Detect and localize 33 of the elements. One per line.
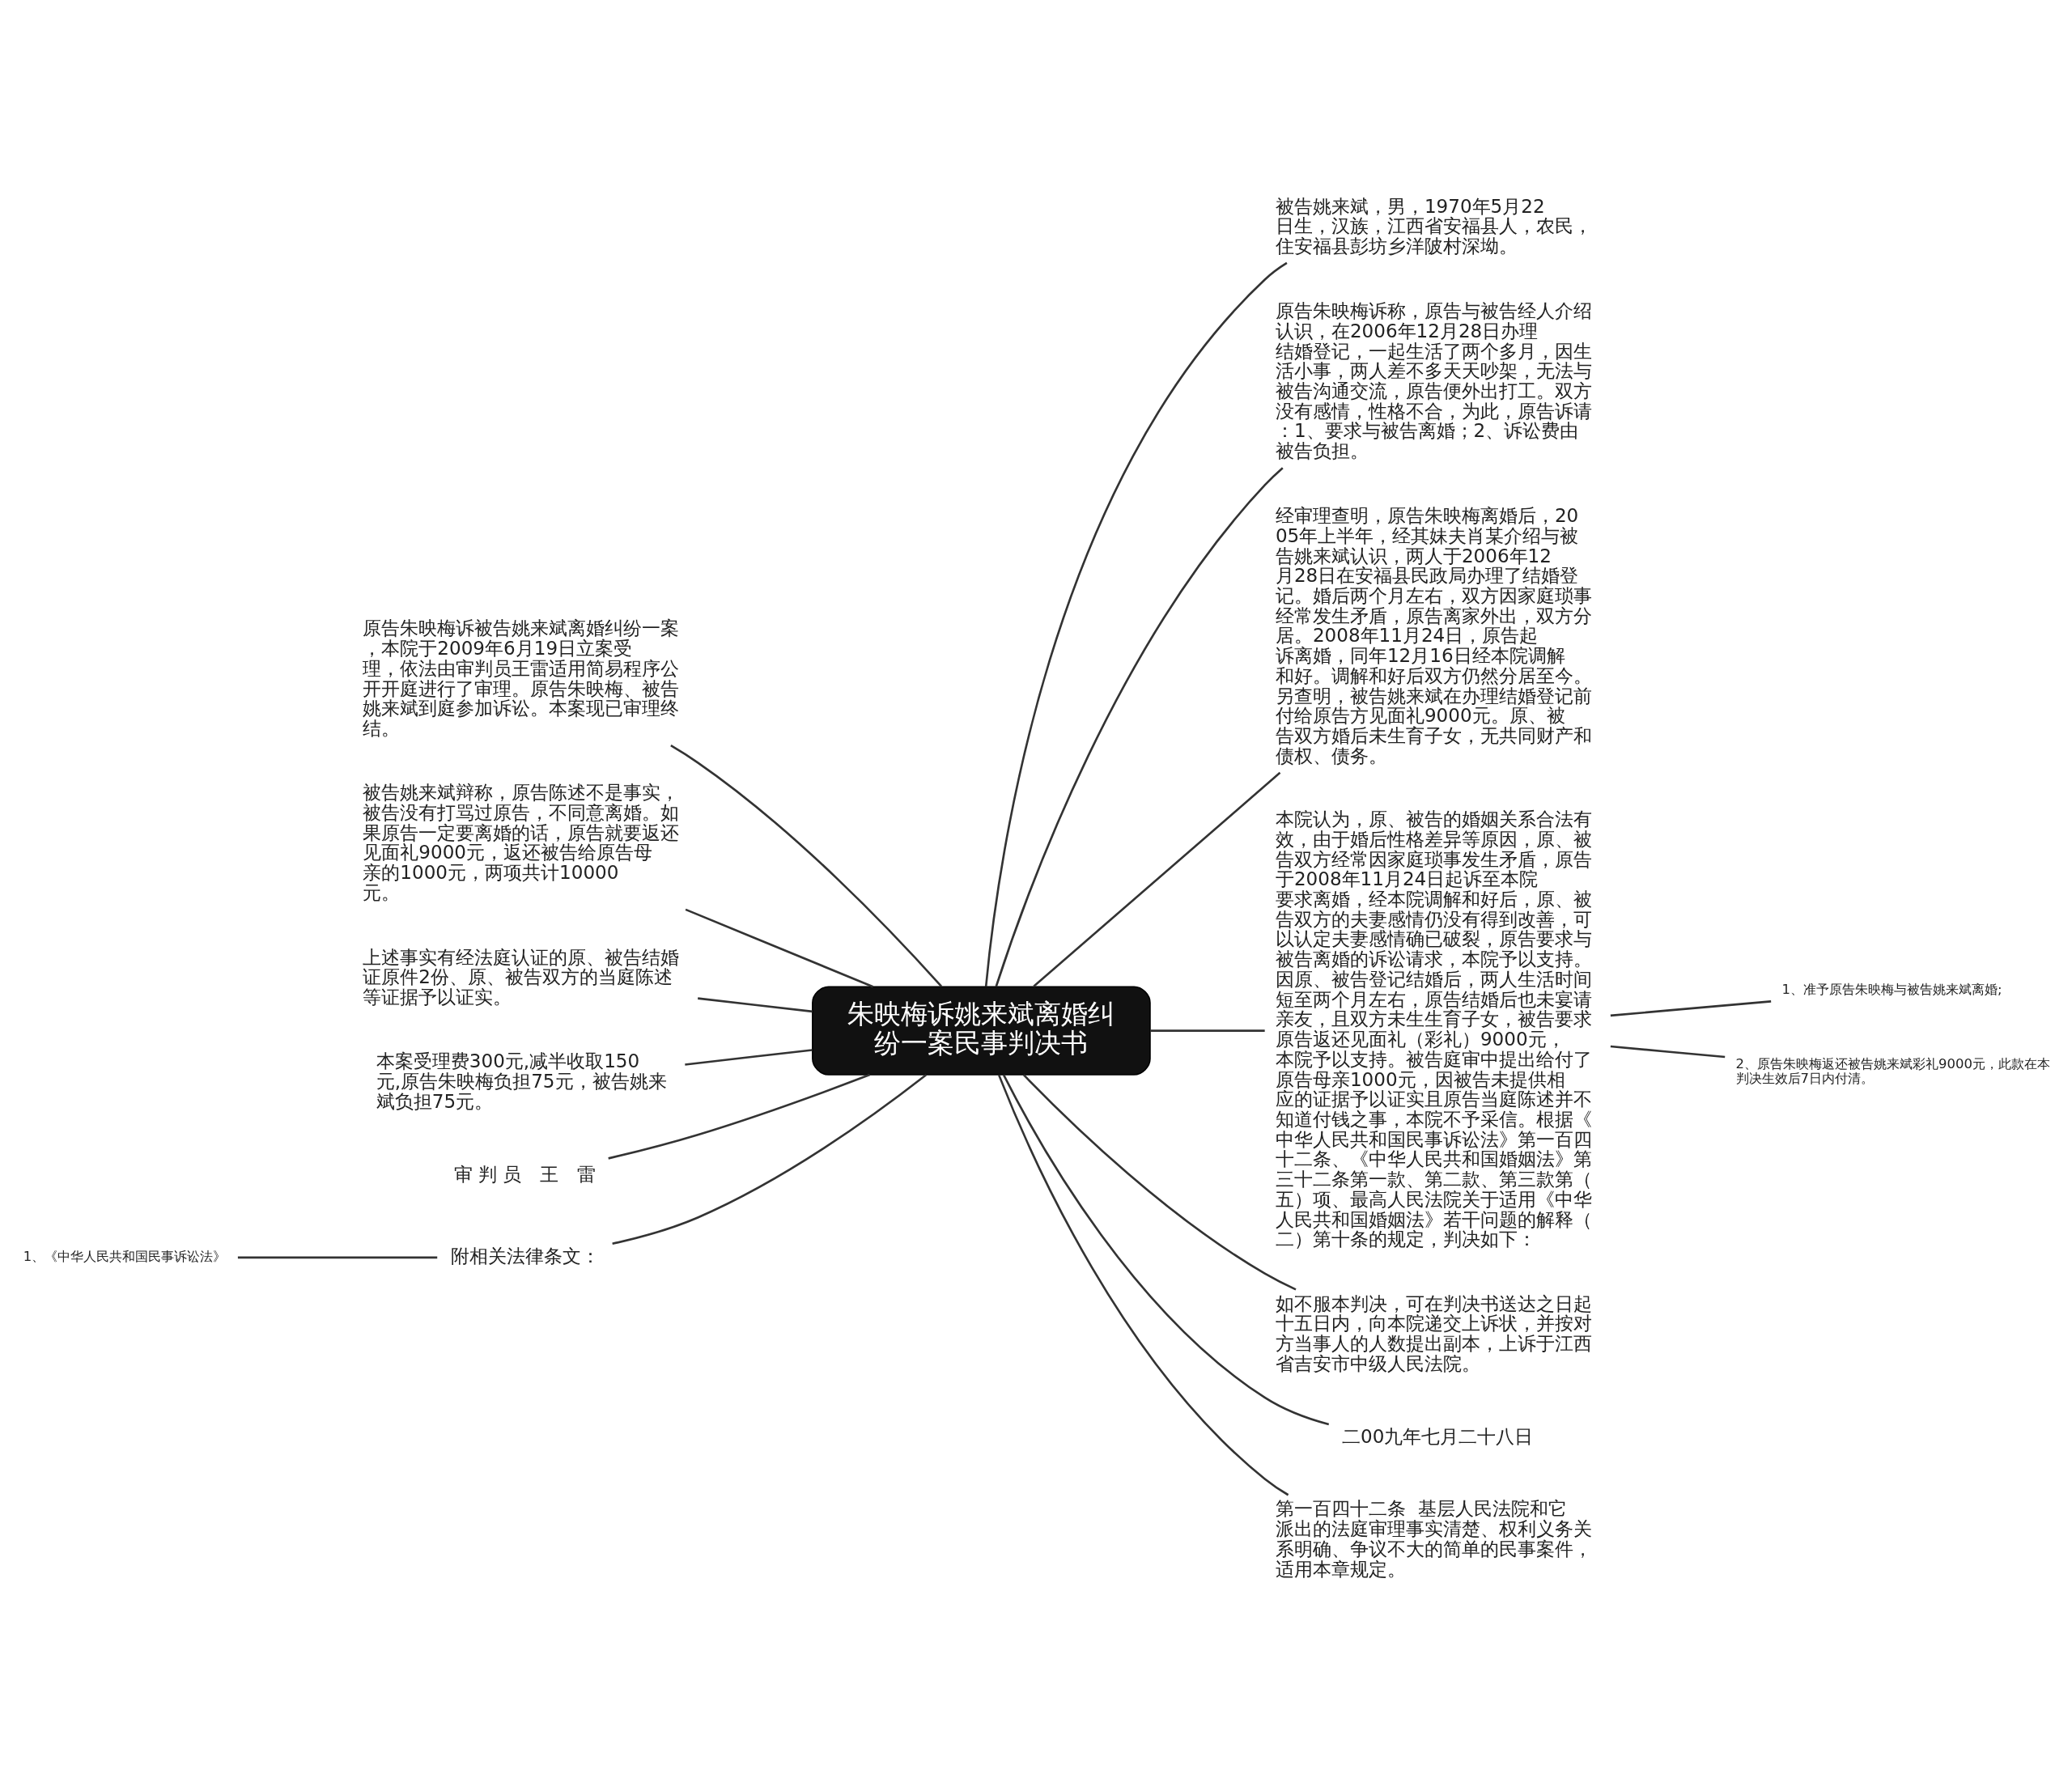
- connector: [685, 1049, 813, 1066]
- node-text: 被告姚来斌，男，1970年5月22日生，汉族，江西省安福县人，农民，住安福县彭坊乡洋陂村深坳。: [1275, 195, 1592, 257]
- node-text: 本院认为，原、被告的婚姻关系合法有效，由于婚后性格差异等原因，原、被告双方经常因家庭琐事发生矛盾，原告于2008年11月24日起诉至本院要求离婚，经本院调解和好后，原、被告双方的夫妻感情仍没有得到改善，可以认定夫妻感情确已破裂，原告要求与被告离婚的诉讼请求，本院予以支持。因原、被告登记结婚后，两人生活时间短至两个月左右，原告结婚后也未宴请亲友，且双方未生生育子女，被告要求原告返还见面礼（彩礼）9000元，本院予以支持。被告庭审中提出给付了原告母亲1000元，因被告未提供相应的证据予以证实且原告当庭陈述并不知道付钱之事，本院不予采信。根据《中华人民共和国民事诉讼法》第一百四十二条、《中华人民共和国婚姻法》第三十二条第一款、第二款、第三款第（五）项、最高人民法院关于适用《中华人民共和国婚姻法》若干问题的解释（二）第十条的规定，判决如下：: [1275, 808, 1592, 1250]
- connector: [997, 1074, 1289, 1496]
- node-text: 本案受理费300元,减半收取150元,原告朱映梅负担75元，被告姚来斌负担75元。: [376, 1050, 667, 1112]
- connector: [984, 261, 1288, 987]
- node-text: 被告姚来斌辩称，原告陈述不是事实，被告没有打骂过原告，不同意离婚。如果原告一定要离婚的话，原告就要返还见面礼9000元，返还被告给原告母亲的1000元，两项共计10000元。: [363, 782, 680, 903]
- node-text: 上述事实有经法庭认证的原、被告结婚证原件2份、原、被告双方的当庭陈述等证据予以证实。: [363, 946, 680, 1008]
- connector: [1033, 771, 1281, 987]
- node-box: 朱映梅诉姚来斌离婚纠纷一案民事判决书: [812, 986, 1151, 1076]
- connector: [237, 1256, 438, 1259]
- node-text: 1、准予原告朱映梅与被告姚来斌离婚;: [1781, 982, 2002, 998]
- node-text: 经审理查明，原告朱映梅离婚后，2005年上半年，经其妹夫肖某介绍与被告姚来斌认识，两人于2006年12月28日在安福县民政局办理了结婚登记。婚后两个月左右，双方因家庭琐事经常发生矛盾，原告离家外出，双方分居。2008年11月24日，原告起诉离婚，同年12月16日经本院调解和好。调解和好后双方仍然分居至今。另查明，被告姚来斌在办理结婚登记前付给原告方见面礼9000元。原、被告双方婚后未生育子女，无共同财产和债权、债务。: [1275, 505, 1592, 766]
- connector: [608, 1073, 871, 1160]
- node-text: 原告朱映梅诉被告姚来斌离婚纠纷一案，本院于2009年6月19日立案受理，依法由审判员王雷适用简易程序公开开庭进行了审理。原告朱映梅、被告姚来斌到庭参加诉讼。本案现已审理终结。: [363, 617, 680, 740]
- node-text: 审 判 员 王 雷: [453, 1164, 597, 1186]
- node-text: 2、原告朱映梅返还被告姚来斌彩礼9000元，此款在本判决生效后7日内付清。: [1735, 1055, 2051, 1086]
- node-text: 如不服本判决，可在判决书送达之日起十五日内，向本院递交上诉状，并按对方当事人的人数提出副本，上诉于江西省吉安市中级人民法院。: [1275, 1292, 1592, 1374]
- node-text: 二00九年七月二十八日: [1342, 1425, 1534, 1447]
- connector: [1610, 1000, 1772, 1017]
- connector: [670, 745, 943, 987]
- connector: [685, 908, 874, 988]
- connector: [1022, 1074, 1297, 1291]
- node-text: 附相关法律条文：: [450, 1245, 600, 1267]
- connector: [612, 1074, 927, 1245]
- node-text: 第一百四十二条 基层人民法院和它派出的法庭审理事实清楚、权利义务关系明确、争议不大的简单的民事案件，适用本章规定。: [1275, 1498, 1592, 1580]
- connector: [1150, 1029, 1265, 1032]
- connector: [698, 997, 813, 1013]
- connector: [1002, 1074, 1330, 1426]
- connector: [1610, 1045, 1726, 1059]
- connector: [995, 467, 1284, 987]
- node-text: 原告朱映梅诉称，原告与被告经人介绍认识，在2006年12月28日办理结婚登记，一起生活了两个多月，因生活小事，两人差不多天天吵架，无法与被告沟通交流，原告便外出打工。双方没有感情，性格不合，为此，原告诉请：1、要求与被告离婚；2、诉讼费由被告负担。: [1275, 300, 1592, 462]
- node-text: 1、《中华人民共和国民事诉讼法》: [23, 1249, 227, 1265]
